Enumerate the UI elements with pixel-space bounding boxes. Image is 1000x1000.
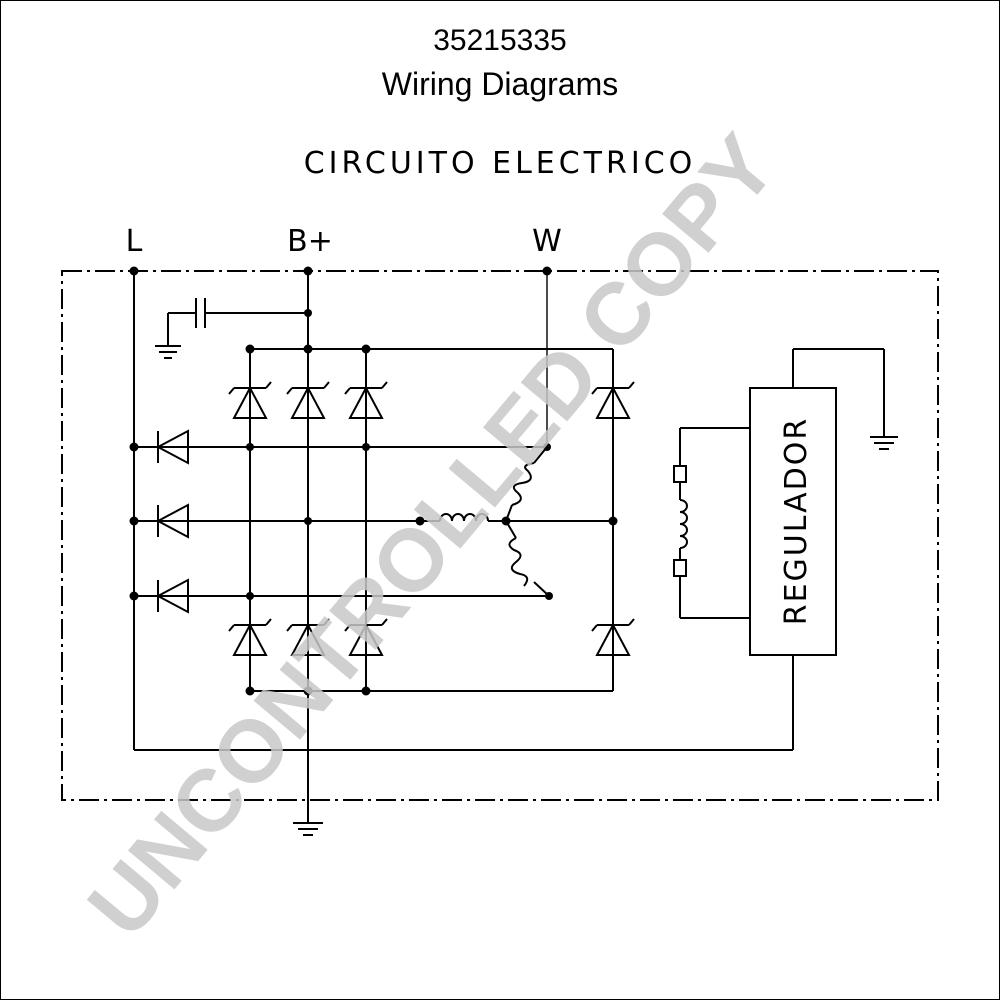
l-terminal-wiring <box>133 271 794 751</box>
zener-diode-lower-3 <box>344 618 388 656</box>
brush-bottom <box>673 559 687 577</box>
zener-diode-upper-3 <box>344 381 388 419</box>
document-title: Wiring Diagrams <box>381 66 619 102</box>
exciter-diode-3 <box>129 578 549 614</box>
regulator-label: REGULADOR <box>779 417 814 626</box>
alternator-enclosure <box>61 270 939 801</box>
ground-symbol-regulator <box>870 436 898 450</box>
suppression-capacitor <box>167 298 206 346</box>
stator-winding-lower <box>505 520 550 597</box>
field-winding <box>673 427 750 619</box>
zener-diode-lower-1 <box>228 618 272 656</box>
brush-top <box>673 465 687 483</box>
regulator-ground-wiring <box>792 348 885 437</box>
zener-diode-lower-4 <box>591 618 635 656</box>
zener-diode-upper-2 <box>286 381 330 419</box>
diagram-heading: CIRCUITO ELECTRICO <box>304 146 697 181</box>
zener-diode-lower-2 <box>286 618 330 656</box>
b-plus-wiring <box>205 271 312 349</box>
uncontrolled-copy-watermark: UNCONTROLLED COPY <box>68 116 794 955</box>
zener-diode-upper-1 <box>228 381 272 419</box>
zener-diode-upper-4 <box>591 381 635 419</box>
stator-winding-upper <box>505 446 548 522</box>
ground-symbol-main <box>293 691 323 836</box>
exciter-diode-1 <box>129 429 547 465</box>
terminal-label-b-plus: B+ <box>287 224 333 259</box>
terminal-label-w: W <box>532 224 562 259</box>
document-number: 35215335 <box>433 24 567 57</box>
terminal-label-l: L <box>126 224 143 259</box>
ground-symbol-capacitor <box>155 345 181 359</box>
